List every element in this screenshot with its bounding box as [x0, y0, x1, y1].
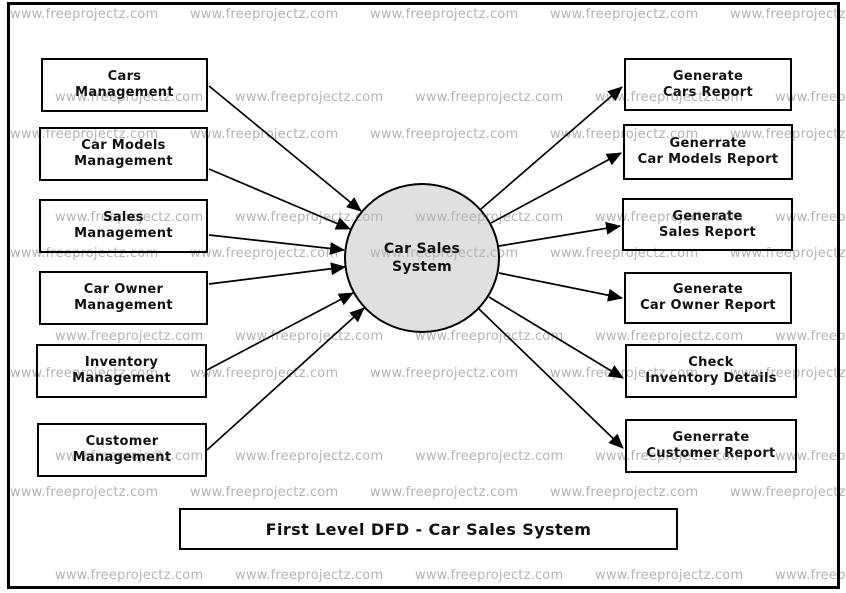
output-label: Generate	[672, 282, 744, 297]
arrow-car-models-management-to-process	[208, 168, 351, 230]
entity-label: Sales	[103, 210, 144, 225]
output-generrate-customer-report: Generrate Customer Report	[625, 419, 797, 473]
output-label: Generate	[672, 68, 744, 84]
entity-label: Cars	[107, 69, 142, 84]
entity-car-owner-management: Car Owner Management	[39, 271, 208, 325]
output-generate-car-owner-report: Generate Car Owner Report	[624, 272, 792, 324]
entity-car-models-management: Car Models Management	[39, 127, 208, 181]
process-label: System	[391, 259, 453, 275]
output-generate-sales-report: Generate Sales Report	[622, 198, 793, 251]
entity-inventory-management: Inventory Management	[36, 344, 207, 398]
process-label: Car Sales	[383, 241, 461, 257]
arrow-process-to-check-inventory-details	[488, 296, 624, 379]
output-label: Generrate	[672, 430, 750, 445]
arrow-inventory-management-to-process	[206, 292, 354, 371]
entity-label: Management	[75, 85, 174, 100]
output-generate-cars-report: Generate Cars Report	[624, 58, 792, 111]
entity-label: Inventory	[84, 355, 159, 370]
arrow-process-to-generate-sales-report	[498, 221, 621, 247]
arrow-process-to-generrate-car-models-report	[490, 152, 622, 224]
diagram-title: First Level DFD - Car Sales System	[265, 519, 592, 539]
entity-label: Customer	[85, 434, 159, 449]
output-label: Check	[688, 355, 734, 370]
output-label: Sales Report	[659, 224, 756, 240]
entity-label: Management	[72, 371, 171, 386]
diagram-border	[7, 2, 840, 589]
arrow-process-to-generate-car-owner-report	[498, 272, 623, 302]
output-label: Cars Report	[663, 84, 753, 100]
entity-label: Management	[74, 154, 173, 169]
entity-label: Management	[74, 298, 173, 313]
arrow-sales-management-to-process	[208, 234, 345, 255]
entity-label: Management	[72, 450, 172, 465]
output-generrate-car-models-report: Generrate Car Models Report	[623, 124, 793, 180]
output-label: Car Owner Report	[640, 298, 776, 313]
output-label: Customer Report	[646, 446, 776, 461]
arrow-process-to-generate-cars-report	[480, 86, 623, 210]
output-label: Generate	[672, 208, 743, 224]
arrow-cars-management-to-process	[208, 85, 362, 212]
entity-customer-management: Customer Management	[37, 423, 207, 477]
output-label: Car Models Report	[637, 152, 779, 167]
arrow-car-owner-management-to-process	[208, 262, 346, 285]
entity-cars-management: Cars Management	[41, 58, 208, 112]
process-car-sales-system: Car Sales System	[344, 183, 500, 333]
output-check-inventory-details: Check Inventory Details	[625, 344, 797, 398]
entity-sales-management: Sales Management	[39, 199, 208, 253]
arrow-customer-management-to-process	[206, 307, 365, 451]
entity-label: Management	[74, 226, 173, 241]
arrow-process-to-generrate-customer-report	[478, 308, 624, 449]
entity-label: Car Owner	[83, 282, 164, 297]
output-label: Inventory Details	[645, 371, 777, 386]
output-label: Generrate	[669, 136, 747, 151]
entity-label: Car Models	[81, 138, 166, 153]
diagram-title-box: First Level DFD - Car Sales System	[179, 508, 678, 550]
